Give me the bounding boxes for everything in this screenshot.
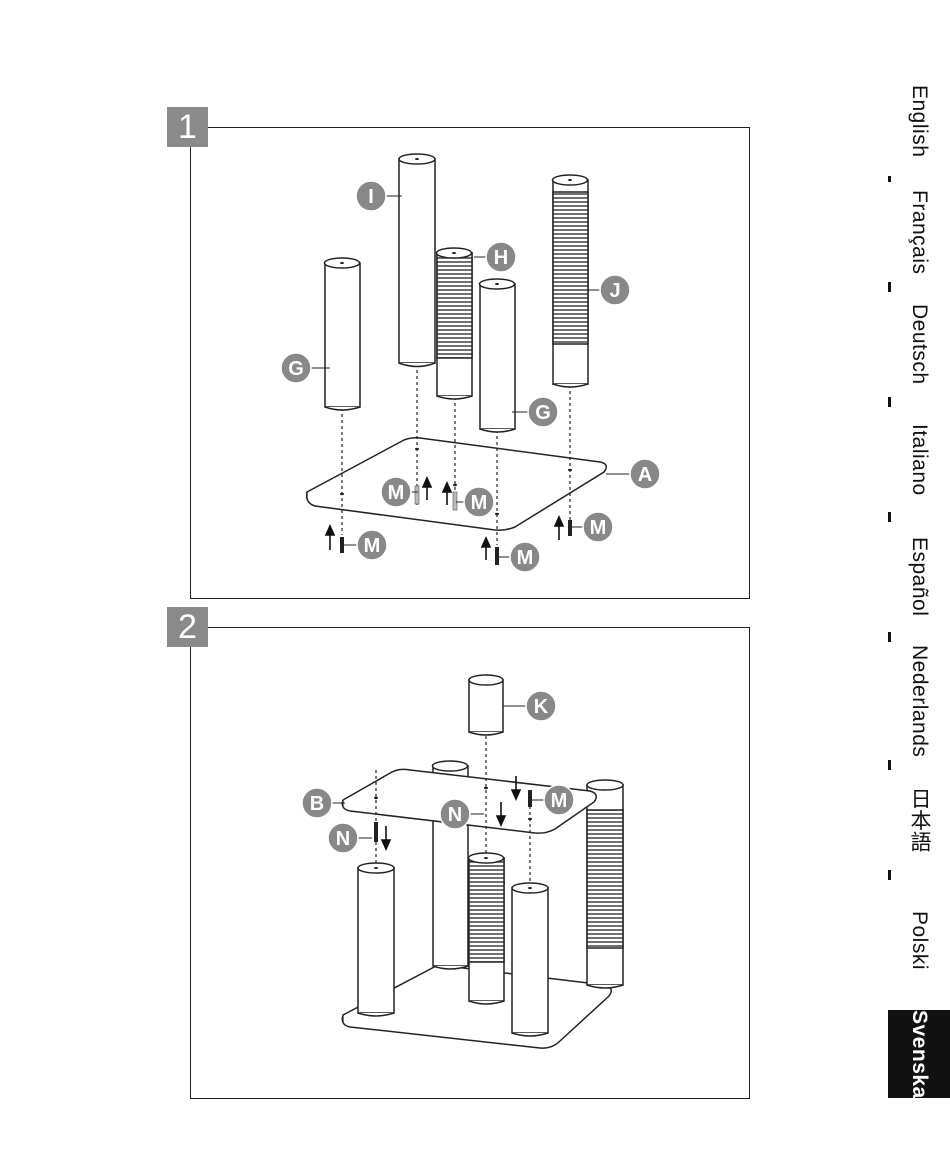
tab-italiano[interactable]: Italiano xyxy=(888,407,950,512)
tab-deutsch-label: Deutsch xyxy=(907,304,931,385)
tab-espanol[interactable]: Español xyxy=(888,522,950,632)
label-m-5: M xyxy=(590,517,607,539)
tab-espanol-label: Español xyxy=(907,537,931,616)
label-b: B xyxy=(310,793,324,815)
label-k: K xyxy=(534,696,549,718)
tab-nederlands-label: Nederlands xyxy=(907,645,931,757)
label-n-1: N xyxy=(336,828,350,850)
tab-italiano-label: Italiano xyxy=(907,424,931,496)
post-g-right xyxy=(480,279,516,432)
tab-francais[interactable]: Français xyxy=(888,182,950,282)
post-j xyxy=(553,175,589,387)
tab-polski-label: Polski xyxy=(907,911,931,970)
post-h xyxy=(437,248,473,399)
tab-polski[interactable]: Polski xyxy=(888,880,950,1002)
label-m-step2: M xyxy=(551,790,568,812)
label-m-3: M xyxy=(471,492,488,514)
label-m-2: M xyxy=(388,482,405,504)
post-front-left xyxy=(358,863,394,1016)
label-a: A xyxy=(638,464,652,486)
tab-francais-label: Français xyxy=(907,190,931,275)
tab-nederlands[interactable]: Nederlands xyxy=(888,642,950,760)
post-rope-right xyxy=(587,780,623,988)
label-m-1: M xyxy=(364,535,381,557)
post-g-left xyxy=(325,258,361,410)
label-g-left: G xyxy=(288,358,304,380)
cap-k xyxy=(469,675,503,735)
label-g-right: G xyxy=(535,402,551,424)
post-rope-middle xyxy=(469,853,505,1004)
label-j: J xyxy=(609,280,620,302)
tab-english[interactable]: English xyxy=(888,66,950,176)
post-front-right xyxy=(512,883,548,1036)
tab-english-label: English xyxy=(907,85,931,157)
tab-japanese[interactable]: 日本語 xyxy=(888,770,950,870)
post-i xyxy=(399,154,435,367)
tab-japanese-label: 日本語 xyxy=(904,788,934,853)
tab-deutsch[interactable]: Deutsch xyxy=(888,292,950,397)
label-i: I xyxy=(368,186,374,208)
base-plate-a xyxy=(307,438,607,530)
tab-svenska[interactable]: Svenska xyxy=(888,1010,950,1098)
label-m-4: M xyxy=(517,547,534,569)
label-h: H xyxy=(494,247,508,269)
label-n-2: N xyxy=(448,804,462,826)
tab-svenska-label: Svenska xyxy=(907,1010,931,1099)
